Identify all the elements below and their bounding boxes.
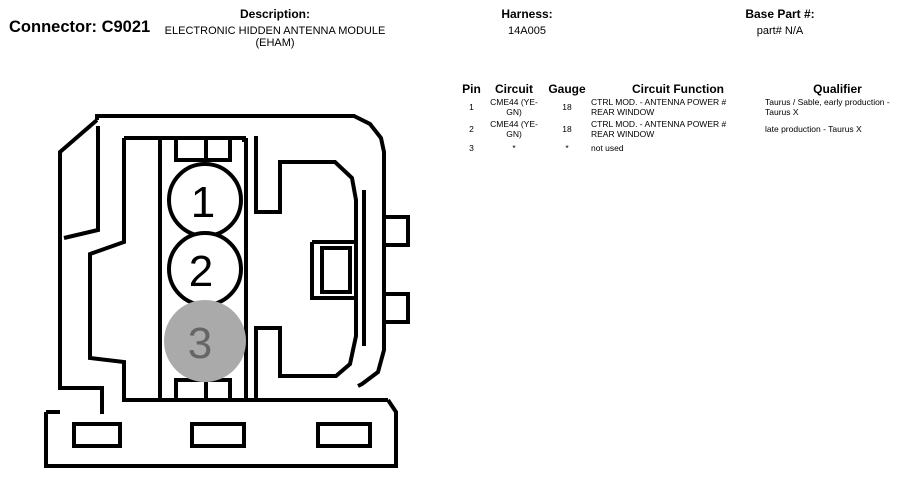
table-row: 2 CME44 (YE-GN) 18 CTRL MOD. - ANTENNA P…: [458, 118, 910, 140]
pin-table: Pin Circuit Gauge Circuit Function Quali…: [458, 82, 910, 156]
pin-1: 1: [167, 162, 243, 238]
gauge-cell: 18: [562, 102, 572, 112]
table-header-row: Pin Circuit Gauge Circuit Function Quali…: [458, 82, 910, 96]
qualifier-cell: Taurus / Sable, early production -Taurus…: [765, 97, 890, 117]
harness-value: 14A005: [508, 25, 546, 37]
gauge-cell: 18: [562, 124, 572, 134]
pin-2-label: 2: [189, 247, 213, 296]
gauge-cell: *: [565, 143, 569, 153]
table-row: 3 * * not used: [458, 140, 910, 156]
function-cell: not used: [591, 143, 624, 153]
pin-column-header: Pin: [462, 82, 481, 96]
pin-1-label: 1: [191, 178, 215, 227]
function-cell: CTRL MOD. - ANTENNA POWER #REAR WINDOW: [591, 119, 727, 139]
description-line-2: (EHAM): [255, 37, 295, 49]
circuit-cell: CME44 (YE-GN): [490, 97, 538, 117]
circuit-cell: *: [512, 143, 516, 153]
gauge-column-header: Gauge: [548, 82, 586, 96]
base-part-header: Base Part #:: [745, 7, 815, 21]
pin-3-circle: [164, 300, 246, 382]
pin-2: 2: [167, 231, 243, 307]
connector-label: Connector:: [9, 18, 97, 36]
pin-cell: 3: [469, 143, 474, 153]
description-header: Description:: [239, 7, 310, 21]
connector-title: Connector: C9021: [9, 18, 150, 37]
circuit-cell: CME44 (YE-GN): [490, 119, 538, 139]
table-row: 1 CME44 (YE-GN) 18 CTRL MOD. - ANTENNA P…: [458, 96, 910, 118]
connector-housing: [44, 114, 410, 468]
harness-header: Harness:: [501, 7, 553, 21]
circuit-column-header: Circuit: [494, 82, 533, 96]
qualifier-cell: late production - Taurus X: [765, 124, 862, 134]
base-part-value: part# N/A: [756, 25, 804, 37]
description-line-1: ELECTRONIC HIDDEN ANTENNA MODULE: [164, 25, 386, 37]
description-value: ELECTRONIC HIDDEN ANTENNA MODULE (EHAM): [150, 25, 400, 49]
connector-id: C9021: [101, 18, 151, 36]
pin-cell: 2: [469, 124, 474, 134]
pin-3-label: 3: [188, 319, 212, 368]
function-cell: CTRL MOD. - ANTENNA POWER #REAR WINDOW: [591, 97, 727, 117]
function-column-header: Circuit Function: [632, 82, 724, 96]
pin-cell: 1: [469, 102, 474, 112]
qualifier-column-header: Qualifier: [813, 82, 862, 96]
pin-3: 3: [164, 300, 246, 382]
